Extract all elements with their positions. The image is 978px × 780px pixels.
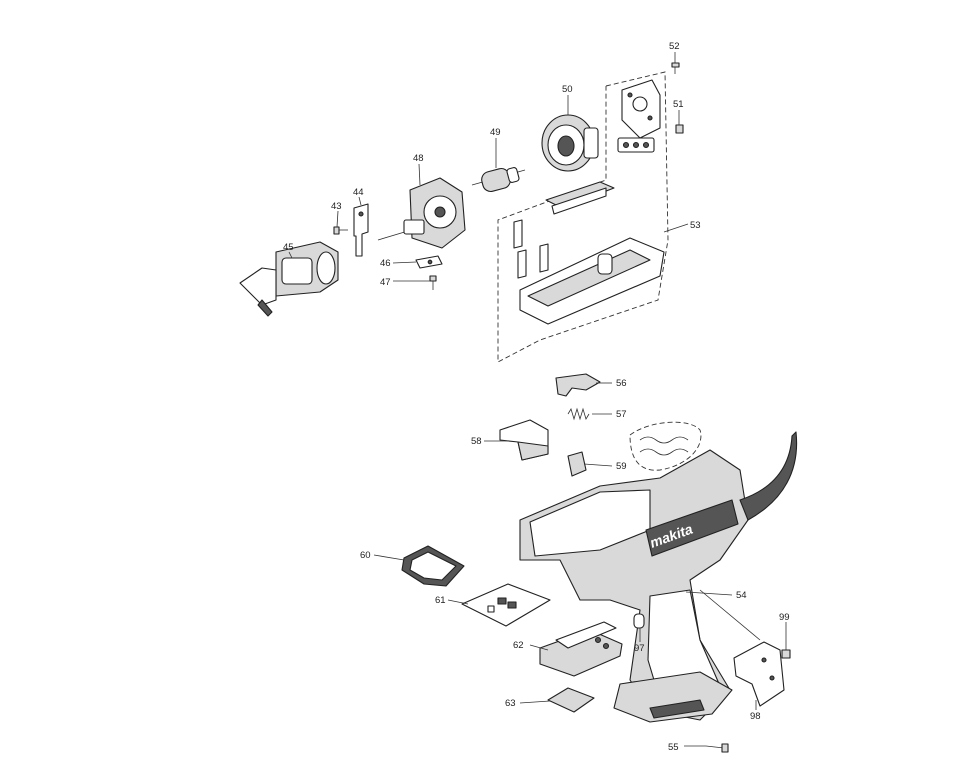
brand-badge — [645, 499, 739, 557]
callout-56: 56 — [616, 378, 627, 389]
part-55-screw — [705, 743, 729, 753]
trigger-group-outline — [629, 421, 702, 471]
part-49-rotor — [471, 167, 526, 193]
callout-49: 49 — [490, 127, 501, 138]
part-43-screw — [333, 226, 348, 235]
part-97-pin — [633, 613, 645, 629]
callout-55: 55 — [668, 742, 679, 753]
panel-button-2 — [507, 601, 517, 609]
part-52-plate — [621, 79, 661, 139]
part-58-cover — [499, 419, 549, 461]
callout-48: 48 — [413, 153, 424, 164]
part-61-panel — [461, 583, 551, 627]
part-44-bracket — [353, 203, 369, 257]
callout-51: 51 — [673, 99, 684, 110]
callout-44: 44 — [353, 187, 364, 198]
callout-58: 58 — [471, 436, 482, 447]
callout-97: 97 — [634, 643, 645, 654]
part-57-spring — [567, 407, 590, 421]
leader-lines — [288, 52, 787, 747]
callout-45: 45 — [283, 242, 294, 253]
callout-98: 98 — [750, 711, 761, 722]
part-56-switch-cover — [555, 373, 601, 397]
callout-52: 52 — [669, 41, 680, 52]
callout-46: 46 — [380, 258, 391, 269]
callout-63: 63 — [505, 698, 516, 709]
trigger-pattern — [639, 436, 689, 456]
part-60-gasket — [401, 545, 465, 587]
part-62-switch-board — [539, 621, 623, 677]
callout-99: 99 — [779, 612, 790, 623]
part-59-lever — [567, 451, 587, 477]
part-50-motor-stator — [541, 114, 599, 172]
callout-53: 53 — [690, 220, 701, 231]
panel-button-1 — [497, 597, 507, 605]
part-51-clips — [617, 124, 684, 153]
callout-43: 43 — [331, 201, 342, 212]
part-63-label — [547, 687, 595, 713]
part-54-housing: makita — [519, 431, 798, 723]
callout-62: 62 — [513, 640, 524, 651]
part-47-screw — [429, 275, 437, 290]
callout-61: 61 — [435, 595, 446, 606]
callout-54: 54 — [736, 590, 747, 601]
callout-57: 57 — [616, 409, 627, 420]
callout-47: 47 — [380, 277, 391, 288]
callout-59: 59 — [616, 461, 627, 472]
part-53-controller — [513, 181, 665, 325]
panel-button-3 — [487, 605, 495, 613]
callout-labels: 52 51 50 49 48 44 43 45 46 47 53 56 57 5… — [283, 41, 790, 753]
part-46-plate — [415, 255, 443, 269]
part-52-screw — [671, 62, 680, 74]
part-98-bracket — [733, 641, 785, 707]
callout-60: 60 — [360, 550, 371, 561]
part-99-screw — [781, 636, 791, 659]
part-45-hook-assembly — [239, 241, 339, 317]
callout-50: 50 — [562, 84, 573, 95]
part-48-gear-housing — [377, 177, 466, 249]
